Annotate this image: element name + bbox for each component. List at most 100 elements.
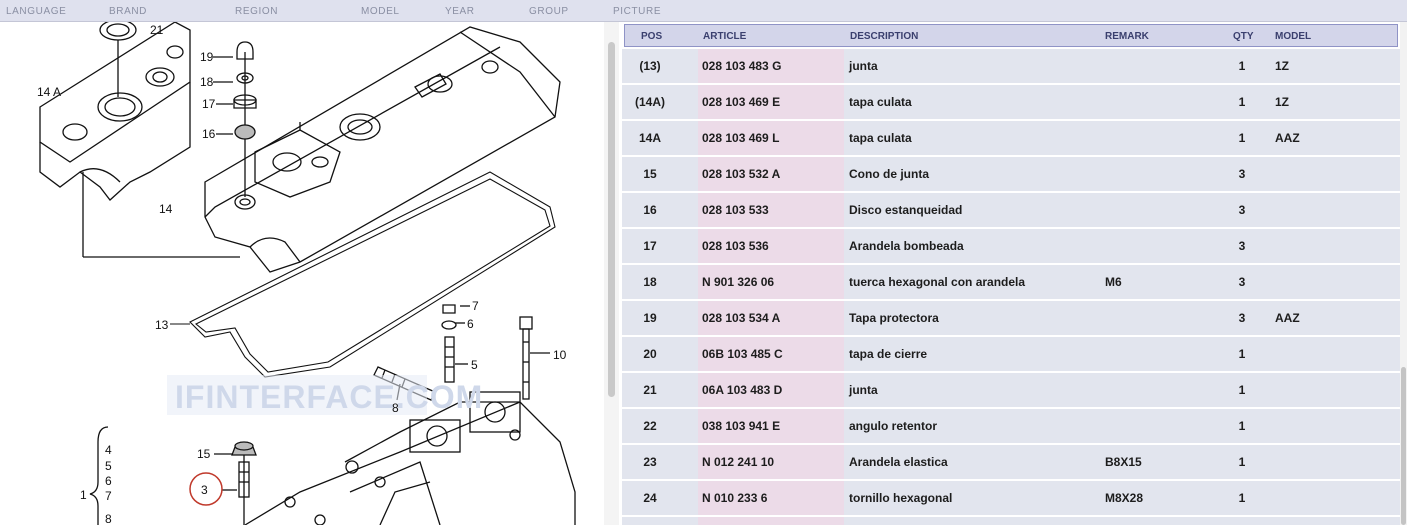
nav-language[interactable]: LANGUAGE [6, 6, 67, 17]
description-cell: junta [849, 59, 878, 73]
table-row[interactable]: 16 028 103 533 Disco estanqueidad 3 [622, 193, 1400, 227]
article-cell[interactable]: N 901 326 06 [702, 275, 775, 289]
article-cell[interactable]: 06B 103 485 C [702, 347, 783, 361]
description-cell: tapa culata [849, 131, 912, 145]
pos-cell: 17 [643, 239, 657, 253]
callout-16: 16 [202, 127, 216, 141]
article-highlight [698, 265, 844, 299]
description-cell: Arandela bombeada [849, 239, 964, 253]
bracket-1 [89, 426, 109, 525]
nav-picture[interactable]: PICTURE [613, 6, 662, 17]
nav-brand[interactable]: BRAND [109, 6, 148, 17]
callout-14: 14 [159, 202, 173, 216]
header-description[interactable]: DESCRIPTION [850, 31, 919, 42]
parts-table: POS ARTICLE DESCRIPTION REMARK QTY MODEL… [622, 22, 1400, 525]
pos-cell: 14A [638, 131, 661, 145]
pos-cell: 21 [643, 383, 657, 397]
callout-group-6: 6 [105, 474, 112, 488]
article-highlight [698, 481, 844, 515]
header-model[interactable]: MODEL [1275, 31, 1312, 42]
article-cell[interactable]: 028 103 532 A [702, 167, 781, 181]
description-cell: Cono de junta [849, 167, 929, 181]
description-cell: tuerca hexagonal con arandela [849, 275, 1026, 289]
diagram-scrollbar[interactable] [604, 22, 619, 525]
callout-group-8: 8 [105, 512, 112, 525]
model-cell: AAZ [1275, 131, 1300, 145]
callout-14a: 14 A [37, 85, 61, 99]
cylinder-head-drawing [244, 391, 576, 525]
table-header: POS ARTICLE DESCRIPTION REMARK QTY MODEL [624, 24, 1398, 47]
callout-6: 6 [467, 317, 474, 331]
pos-cell: 23 [643, 455, 657, 469]
article-cell[interactable]: 028 103 534 A [702, 311, 781, 325]
qty-cell: 1 [1238, 419, 1246, 433]
description-cell: Disco estanqueidad [849, 203, 963, 217]
callout-7: 7 [472, 299, 479, 313]
header-pos[interactable]: POS [641, 31, 663, 42]
callout-5: 5 [471, 358, 478, 372]
header-remark[interactable]: REMARK [1105, 31, 1149, 42]
table-scroll-thumb[interactable] [1401, 367, 1406, 525]
description-cell: tapa culata [849, 95, 912, 109]
nav-group[interactable]: GROUP [529, 6, 569, 17]
qty-cell: 3 [1238, 203, 1246, 217]
gasket-13-drawing [170, 171, 556, 378]
article-cell[interactable]: 038 103 941 E [702, 419, 781, 433]
qty-cell: 1 [1238, 347, 1246, 361]
qty-cell: 1 [1238, 455, 1246, 469]
article-cell[interactable]: 028 103 469 E [702, 95, 781, 109]
callout-1: 1 [80, 488, 87, 502]
article-highlight [698, 373, 844, 407]
header-qty[interactable]: QTY [1233, 31, 1254, 42]
remark-cell: M8X28 [1105, 491, 1144, 505]
qty-cell: 1 [1238, 383, 1246, 397]
table-row-partial [622, 517, 1400, 525]
callout-13: 13 [155, 318, 169, 332]
table-row[interactable]: 21 06A 103 483 D junta 1 [622, 373, 1400, 407]
qty-cell: 1 [1238, 59, 1246, 73]
qty-cell: 1 [1238, 491, 1246, 505]
callout-17: 17 [202, 97, 216, 111]
qty-cell: 3 [1238, 275, 1246, 289]
pos-cell: 16 [643, 203, 657, 217]
qty-cell: 3 [1238, 311, 1246, 325]
callout-18: 18 [200, 75, 214, 89]
callout-10: 10 [553, 348, 567, 362]
pos-cell: 19 [643, 311, 657, 325]
header-article[interactable]: ARTICLE [703, 31, 747, 42]
parts-diagram: IFINTERFACE.COM 21 19 18 17 16 14 A 14 1… [37, 22, 576, 525]
article-cell[interactable]: N 010 233 6 [702, 491, 768, 505]
nav-region[interactable]: REGION [235, 6, 279, 17]
article-cell[interactable]: 06A 103 483 D [702, 383, 783, 397]
bolts-5-6-7-10 [441, 304, 550, 400]
description-cell: tapa de cierre [849, 347, 928, 361]
pos-cell: (14A) [634, 95, 665, 109]
article-cell[interactable]: 028 103 483 G [702, 59, 782, 73]
description-cell: junta [849, 383, 878, 397]
parts-3-15-drawing [189, 441, 257, 525]
watermark-text: IFINTERFACE.COM [175, 379, 483, 415]
article-cell[interactable]: 028 103 469 L [702, 131, 780, 145]
diagram-scroll-thumb[interactable] [608, 42, 615, 397]
article-cell[interactable]: 028 103 533 [702, 203, 769, 217]
article-cell[interactable]: 028 103 536 [702, 239, 769, 253]
watermark-box [167, 375, 427, 415]
pos-cell: 15 [643, 167, 657, 181]
table-scrollbar[interactable] [1400, 22, 1407, 525]
callout-group-5: 5 [105, 459, 112, 473]
nav-year[interactable]: YEAR [445, 6, 475, 17]
article-cell[interactable]: N 012 241 10 [702, 455, 775, 469]
description-cell: Arandela elastica [849, 455, 948, 469]
nav-model[interactable]: MODEL [361, 6, 400, 17]
